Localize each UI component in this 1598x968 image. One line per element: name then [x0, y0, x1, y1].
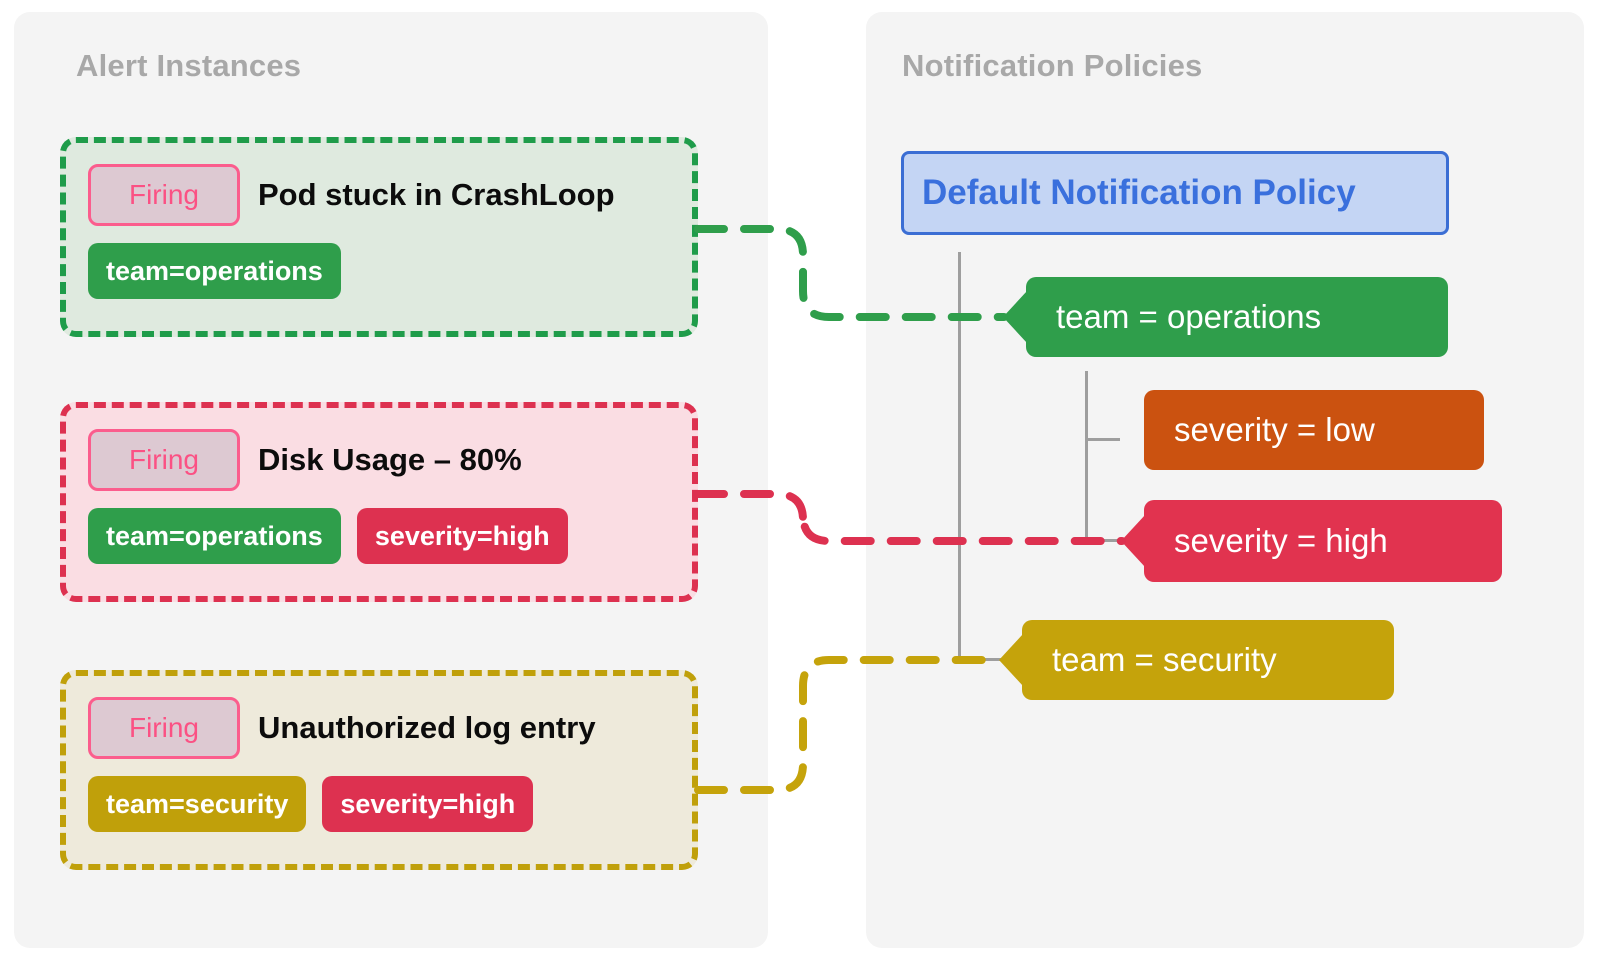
policy-node-team-operations[interactable]: team = operations	[1026, 277, 1448, 357]
notification-policies-title: Notification Policies	[902, 48, 1203, 83]
alert-instance-card[interactable]: Firing Disk Usage – 80% team=operations …	[60, 402, 698, 602]
policy-node-label: team = operations	[1056, 298, 1322, 335]
status-badge: Firing	[88, 697, 240, 759]
alert-label-chip: team=operations	[88, 508, 341, 564]
policy-node-label: severity = high	[1174, 522, 1388, 559]
alert-label-list: team=operations	[88, 243, 670, 299]
alert-title: Unauthorized log entry	[258, 710, 596, 745]
alert-label-chip: severity=high	[356, 508, 568, 564]
alert-title: Pod stuck in CrashLoop	[258, 177, 615, 212]
policy-node-severity-low[interactable]: severity = low	[1144, 390, 1484, 470]
alert-label-list: team=operations severity=high	[88, 508, 670, 564]
alert-label-chip: team=security	[88, 776, 307, 832]
alert-instances-title: Alert Instances	[76, 48, 302, 83]
status-badge: Firing	[88, 429, 240, 491]
alert-label-chip: severity=high	[322, 776, 534, 832]
alert-card-header: Firing Pod stuck in CrashLoop	[88, 163, 670, 227]
alert-label-chip: team=operations	[88, 243, 341, 299]
policy-node-label: team = security	[1052, 641, 1277, 678]
alert-card-header: Firing Disk Usage – 80%	[88, 428, 670, 492]
policy-node-severity-high[interactable]: severity = high	[1144, 500, 1502, 582]
tree-trunk-line	[958, 252, 961, 663]
alert-title: Disk Usage – 80%	[258, 442, 522, 477]
policy-node-default[interactable]: Default Notification Policy	[901, 151, 1449, 235]
status-badge: Firing	[88, 164, 240, 226]
alert-card-header: Firing Unauthorized log entry	[88, 696, 670, 760]
tree-branch-stub-low	[1085, 438, 1120, 441]
alert-label-list: team=security severity=high	[88, 776, 670, 832]
tree-branch-line	[1085, 371, 1088, 542]
policy-node-label: severity = low	[1174, 411, 1375, 448]
alert-instance-card[interactable]: Firing Unauthorized log entry team=secur…	[60, 670, 698, 870]
policy-node-team-security[interactable]: team = security	[1022, 620, 1394, 700]
alert-instance-card[interactable]: Firing Pod stuck in CrashLoop team=opera…	[60, 137, 698, 337]
